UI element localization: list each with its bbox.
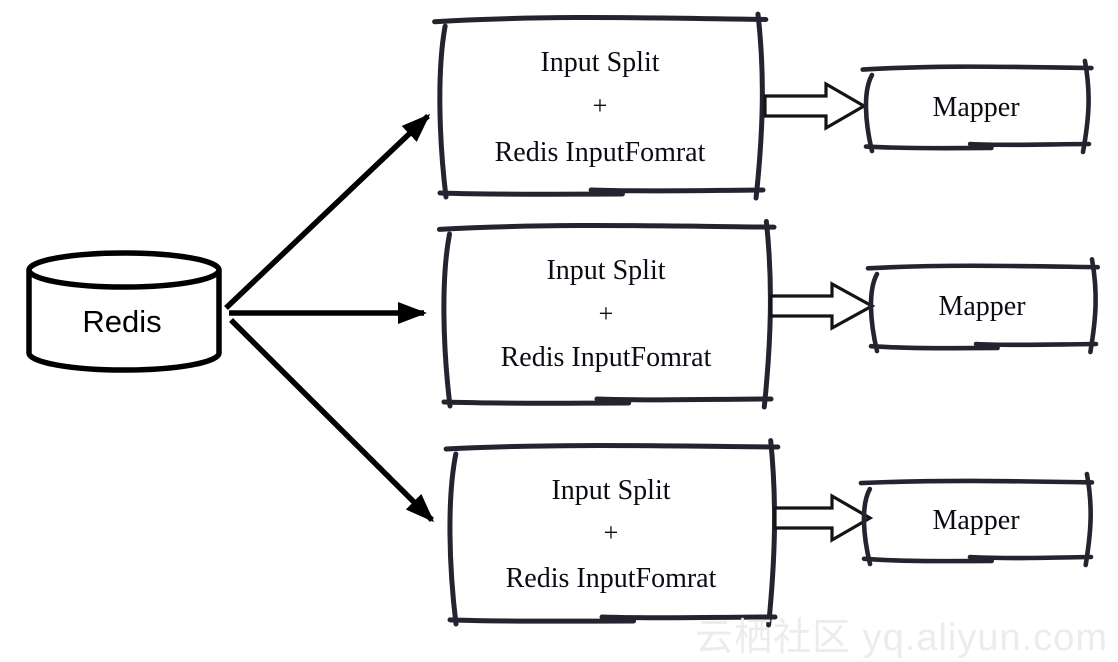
block-arrow-2 — [769, 281, 876, 331]
sketch-stroke — [594, 396, 774, 403]
block-arrow-1 — [763, 81, 868, 131]
sketch-stroke — [437, 23, 449, 200]
sketch-stroke — [443, 443, 781, 452]
mapper-box-1: Mapper — [860, 58, 1094, 155]
input-split-box-2: Input Split + Redis InputFomrat — [436, 218, 777, 410]
sketch-stroke — [861, 556, 994, 564]
redis-label: Redis — [82, 304, 161, 339]
sketch-stroke — [588, 187, 766, 194]
mapper-box-2: Mapper — [865, 257, 1101, 355]
sketch-stroke — [599, 614, 778, 621]
sketch-stroke — [447, 451, 459, 627]
split-1-line-3: Redis InputFomrat — [495, 137, 706, 168]
mapper-1-label: Mapper — [932, 92, 1020, 123]
split-2-line-3: Redis InputFomrat — [501, 342, 712, 373]
sketch-stroke — [436, 223, 777, 232]
sketch-stroke — [432, 15, 769, 25]
input-split-box-3: Input Split + Redis InputFomrat — [443, 438, 781, 628]
cylinder-top — [26, 250, 222, 290]
input-split-box-1: Input Split + Redis InputFomrat — [432, 11, 769, 201]
mapper-2-label: Mapper — [938, 291, 1026, 322]
sketch-stroke — [766, 438, 778, 628]
arrow-to-split-3 — [229, 318, 435, 523]
block-arrow-3 — [773, 493, 874, 543]
sketch-stroke — [1088, 257, 1098, 355]
sketch-stroke — [753, 11, 765, 201]
split-3-line-2: + — [604, 518, 619, 547]
fanout-arrows — [224, 113, 435, 523]
sketch-stroke — [967, 554, 1094, 561]
sketch-stroke — [860, 64, 1094, 72]
sketch-stroke — [967, 141, 1092, 148]
sketch-stroke — [1083, 471, 1093, 568]
sketch-stroke — [1080, 58, 1091, 155]
watermark: 云栖社区 yq.aliyun.com — [695, 617, 1108, 659]
sketch-stroke — [863, 144, 994, 151]
redis-cylinder: Redis — [26, 250, 222, 373]
cylinder-body — [26, 271, 222, 373]
mapper-3-label: Mapper — [932, 505, 1020, 536]
sketch-stroke — [437, 190, 625, 197]
sketch-stroke — [868, 271, 880, 354]
split-1-line-1: Input Split — [540, 47, 659, 78]
split-3-line-3: Redis InputFomrat — [506, 563, 717, 594]
mapper-box-3: Mapper — [858, 471, 1095, 568]
sketch-stroke — [441, 231, 453, 409]
split-1-line-2: + — [593, 91, 608, 120]
sketch-stroke — [868, 343, 1000, 351]
split-2-line-1: Input Split — [546, 255, 665, 286]
sketch-stroke — [858, 478, 1095, 486]
sketch-stroke — [973, 341, 1099, 348]
split-2-line-2: + — [599, 299, 614, 328]
sketch-stroke — [447, 617, 637, 624]
sketch-stroke — [861, 486, 873, 567]
arrow-to-split-1 — [224, 113, 431, 310]
sketch-stroke — [865, 263, 1101, 271]
split-3-line-1: Input Split — [551, 475, 670, 506]
sketch-stroke — [863, 72, 875, 154]
sketch-stroke — [441, 399, 632, 406]
